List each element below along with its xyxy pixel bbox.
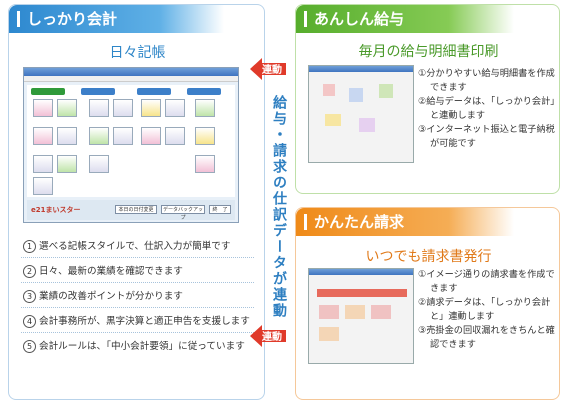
backup-button[interactable]: データバックアップ [161,205,205,221]
payslip-thumbnail [323,84,335,96]
invoice-panel: かんたん請求 いつでも請求書発行 ①イメージ通りの請求書を作成できます ②請求デ… [295,207,560,400]
app-menubar [24,76,238,82]
payroll-note: ②給与データは、「しっかり会計」と連動します [418,96,555,121]
feature-number: 4 [23,315,36,328]
change-date-button[interactable]: 本日の日付変更 [115,205,157,214]
payroll-header: あんしん給与 [296,5,514,33]
feature-text: 業績の改善ポイントが分かります [39,291,183,302]
invoice-icon [319,327,339,341]
accounting-app-screenshot: e21まいスター 本日の日付変更 データバックアップ 終 了 [23,67,239,223]
menu-icon [89,99,109,117]
menu-tab [81,88,115,95]
payroll-notes: ①分かりやすい給与明細書を作成できます ②給与データは、「しっかり会計」と連動し… [418,67,558,151]
menu-icon [165,127,185,145]
menu-icon [141,127,161,145]
invoice-header: かんたん請求 [296,208,514,236]
menu-icon [165,99,185,117]
menu-icon [195,99,215,117]
app-titlebar [309,66,413,72]
feature-number: 5 [23,340,36,353]
invoice-toolbar [317,289,407,297]
invoice-notes: ①イメージ通りの請求書を作成できます ②請求データは、「しっかり会計と」連動しま… [418,268,558,352]
payslip-thumbnail [379,84,393,98]
menu-icon [57,155,77,173]
menu-icon [113,99,133,117]
payslip-thumbnail [359,118,375,132]
exit-button[interactable]: 終 了 [209,205,231,214]
menu-icon [33,99,53,117]
invoice-note: ③売掛金の回収漏れをきちんと確認できます [418,325,555,350]
accounting-subtitle: 日々記帳 [109,45,166,61]
app-titlebar [24,68,238,76]
feature-text: 会計事務所が、黒字決算と適正申告を支援します [39,316,250,327]
menu-icon [89,155,109,173]
invoice-icon [319,305,339,319]
menu-icon [33,177,53,195]
menu-tab [31,88,65,95]
invoice-icon [345,305,365,319]
link-arrow-top-icon [250,58,286,80]
feature-text: 日々、最新の業績を確認できます [39,266,183,277]
feature-text: 選べる記帳スタイルで、仕訳入力が簡単です [39,241,231,252]
invoice-note: ①イメージ通りの請求書を作成できます [418,269,555,294]
menu-icon [195,127,215,145]
app-menu-area [27,85,235,197]
link-label-bottom: 連動 [262,332,282,343]
linkage-caption: 給与・請求の仕訳データが連動 [271,95,287,319]
payroll-note: ①分かりやすい給与明細書を作成できます [418,68,555,93]
link-label-top: 連動 [262,65,282,76]
payslip-thumbnail [325,114,341,126]
menu-icon [141,99,161,117]
payroll-panel: あんしん給与 毎月の給与明細書印刷 ①分かりやすい給与明細書を作成できます ②給… [295,4,560,194]
feature-number: 3 [23,290,36,303]
accounting-panel: しっかり会計 日々記帳 [8,4,265,400]
feature-number: 1 [23,240,36,253]
invoice-app-screenshot [308,268,414,364]
menu-tab [137,88,171,95]
menu-icon [33,127,53,145]
link-arrow-bottom-icon [250,325,286,347]
divider [21,307,254,308]
menu-icon [57,99,77,117]
app-footer: e21まいスター 本日の日付変更 データバックアップ 終 了 [27,200,235,221]
menu-icon [113,127,133,145]
divider [21,332,254,333]
feature-number: 2 [23,265,36,278]
feature-text: 会計ルールは、「中小会計要領」に従っています [39,341,245,352]
menu-icon [195,155,215,173]
app-titlebar [309,269,413,275]
menu-icon [57,127,77,145]
payroll-subtitle: 毎月の給与明細書印刷 [358,44,499,60]
divider [21,257,254,258]
divider [21,282,254,283]
invoice-icon [371,305,391,319]
invoice-note: ②請求データは、「しっかり会計と」連動します [418,297,551,322]
menu-tab [187,88,221,95]
payslip-thumbnail [349,88,363,102]
accounting-header: しっかり会計 [9,5,224,33]
payroll-note: ③インターネット振込と電子納税が可能です [418,124,555,149]
payroll-app-screenshot [308,65,414,163]
menu-icon [33,155,53,173]
menu-icon [89,127,109,145]
invoice-subtitle: いつでも請求書発行 [365,249,492,265]
app-logo: e21まいスター [31,206,81,214]
